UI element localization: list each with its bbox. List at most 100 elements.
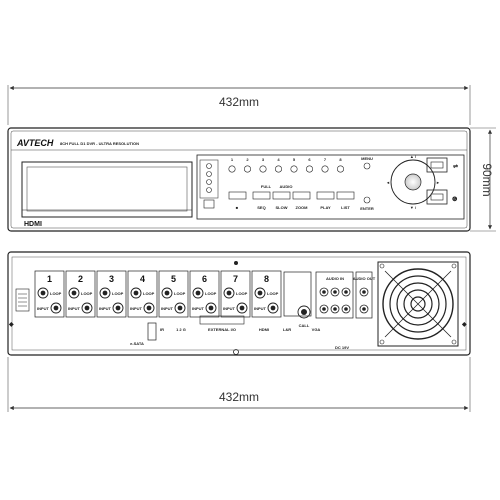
input-bnc[interactable]	[112, 302, 124, 314]
svg-text:▼ /: ▼ /	[410, 205, 417, 210]
bottom-width-dimension: 432mm	[7, 357, 471, 412]
loop-label: LOOP	[112, 291, 124, 296]
channel-button-number: 1	[231, 157, 234, 162]
audio-in-jack[interactable]	[319, 304, 329, 314]
audio-out-block	[355, 271, 373, 319]
input-bnc[interactable]	[143, 302, 155, 314]
channel-button-number: 5	[293, 157, 296, 162]
external-io-connector[interactable]	[199, 315, 245, 325]
group-label: AUDIO	[280, 184, 293, 189]
input-bnc[interactable]	[267, 302, 279, 314]
loop-bnc[interactable]	[192, 287, 204, 299]
enter-button[interactable]	[363, 196, 371, 204]
channel-8-button[interactable]	[336, 165, 344, 173]
rear-port-label: 1 2 G	[176, 327, 186, 332]
screw	[233, 349, 239, 355]
usb-port[interactable]	[426, 189, 448, 205]
channel-number: 3	[109, 274, 114, 284]
input-bnc[interactable]	[205, 302, 217, 314]
loop-label: LOOP	[81, 291, 93, 296]
channel-button-number: 6	[308, 157, 311, 162]
rear-port-label: EXTERNAL I/O	[208, 327, 236, 332]
loop-bnc[interactable]	[37, 287, 49, 299]
input-bnc[interactable]	[174, 302, 186, 314]
rear-port-label: IR	[160, 327, 164, 332]
svg-text:►: ►	[436, 180, 440, 185]
loop-bnc[interactable]	[223, 287, 235, 299]
input-bnc[interactable]	[81, 302, 93, 314]
audio-in-jack[interactable]	[319, 287, 329, 297]
loop-label: LOOP	[143, 291, 155, 296]
channel-4-button[interactable]	[274, 165, 282, 173]
channel-number: 5	[171, 274, 176, 284]
func-button[interactable]	[228, 191, 247, 200]
jog-dial-center[interactable]	[404, 173, 422, 191]
rear-port-label: HDMI	[259, 327, 269, 332]
seq-button[interactable]	[252, 191, 271, 200]
audio-out-jack[interactable]	[359, 287, 369, 297]
channel-button-number: 8	[339, 157, 342, 162]
list-button[interactable]	[336, 191, 355, 200]
channel-2-button[interactable]	[244, 165, 252, 173]
func-button-label: SLOW	[276, 205, 288, 210]
svg-text:◄: ◄	[386, 180, 390, 185]
top-width-dimension: 432mm	[7, 85, 471, 125]
top-width-label: 432mm	[219, 95, 259, 109]
call-out-bnc[interactable]	[297, 305, 311, 319]
usb-icon: ⇌	[453, 162, 458, 170]
svg-text:▲ /: ▲ /	[410, 154, 417, 159]
channel-3-button[interactable]	[259, 165, 267, 173]
led-indicator	[206, 179, 212, 185]
input-label: INPUT	[254, 306, 267, 311]
channel-number: 8	[264, 274, 269, 284]
channel-number: 1	[47, 274, 52, 284]
channel-button-number: 7	[324, 157, 327, 162]
channel-5-button[interactable]	[290, 165, 298, 173]
loop-bnc[interactable]	[68, 287, 80, 299]
channel-6-button[interactable]	[305, 165, 313, 173]
func-button-label: ZOOM	[296, 205, 309, 210]
hdmi-logo: HDMI	[24, 221, 42, 228]
loop-bnc[interactable]	[161, 287, 173, 299]
loop-bnc[interactable]	[130, 287, 142, 299]
loop-bnc[interactable]	[99, 287, 111, 299]
audio-in-label: AUDIO IN	[326, 276, 344, 281]
slow-button[interactable]	[272, 191, 291, 200]
loop-bnc[interactable]	[254, 287, 266, 299]
esata-port[interactable]	[147, 322, 157, 341]
menu-label: MENU	[361, 156, 373, 161]
audio-out-jack[interactable]	[359, 304, 369, 314]
loop-label: LOOP	[205, 291, 217, 296]
power-button[interactable]	[203, 199, 215, 209]
channel-1-button[interactable]	[228, 165, 236, 173]
channel-number: 2	[78, 274, 83, 284]
front-panel: AVTECH 8CH FULL D1 DVR - ULTRA RESOLUTIO…	[7, 127, 471, 232]
loop-label: LOOP	[50, 291, 62, 296]
jog-dial[interactable]	[390, 159, 436, 205]
menu-button[interactable]	[363, 162, 371, 170]
screw	[234, 261, 238, 265]
input-bnc[interactable]	[50, 302, 62, 314]
rear-port-label: DC 19V	[335, 345, 349, 350]
channel-number: 4	[140, 274, 145, 284]
usb-port[interactable]	[426, 157, 448, 173]
input-label: INPUT	[37, 306, 50, 311]
input-bnc[interactable]	[236, 302, 248, 314]
backup-icon: ❻	[452, 196, 458, 203]
func-button-label: LIST	[341, 205, 350, 210]
channel-7-button[interactable]	[321, 165, 329, 173]
bottom-width-label: 432mm	[219, 390, 259, 404]
zoom-button[interactable]	[292, 191, 311, 200]
play-button[interactable]	[316, 191, 335, 200]
audio-in-jack[interactable]	[330, 304, 340, 314]
audio-in-jack[interactable]	[330, 287, 340, 297]
svg-text:◆: ◆	[461, 321, 467, 328]
input-label: INPUT	[223, 306, 236, 311]
audio-in-jack[interactable]	[341, 287, 351, 297]
audio-in-jack[interactable]	[341, 304, 351, 314]
